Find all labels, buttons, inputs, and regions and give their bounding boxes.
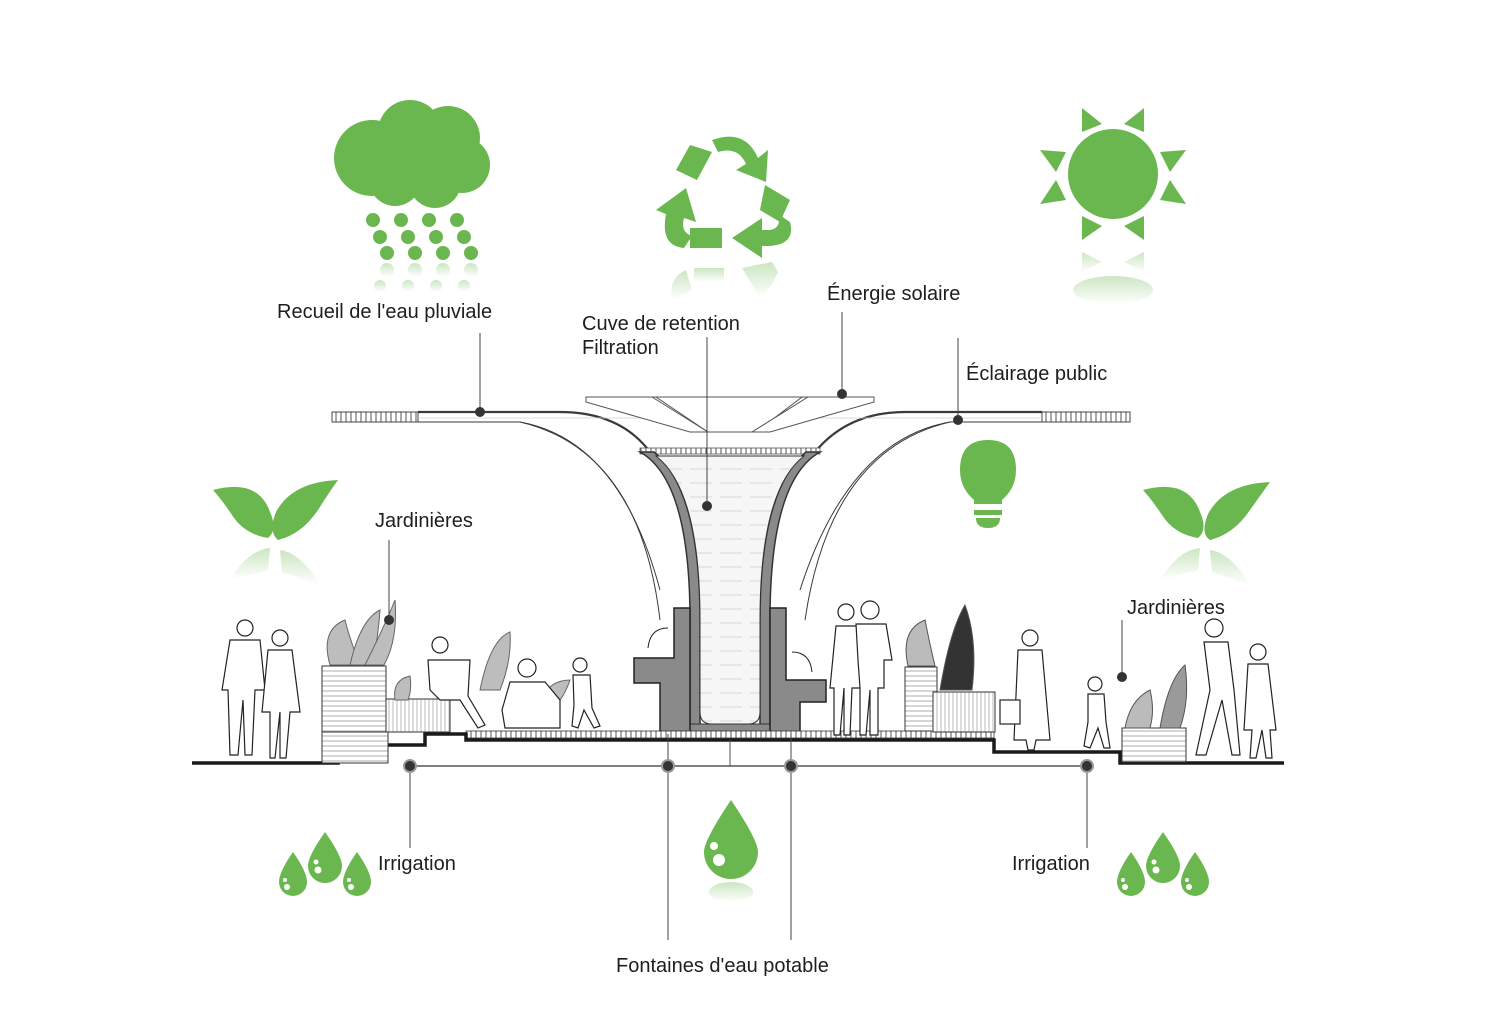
dot-tank <box>702 501 712 511</box>
dot-rainwater <box>475 407 485 417</box>
dot-solar <box>837 389 847 399</box>
ground-section <box>192 730 1284 767</box>
solar-panel <box>585 396 875 433</box>
sun-icon <box>1040 108 1186 240</box>
rain-cloud-icon <box>334 100 490 260</box>
retention-tank <box>637 447 823 733</box>
leaves-icon-left <box>213 480 338 540</box>
person-man-left <box>221 619 266 756</box>
pipe-node-irrigation-right <box>1080 759 1094 773</box>
leader-dots <box>384 389 1127 682</box>
person-kneeling <box>501 658 561 729</box>
water-drops-icon-right <box>1117 832 1209 896</box>
label-rainwater-collection: Recueil de l'eau pluviale <box>277 301 493 323</box>
water-drop-icon-center <box>704 800 758 902</box>
label-irrigation-left: Irrigation <box>378 853 456 875</box>
canopy-structure <box>331 410 1131 621</box>
label-solar-energy: Énergie solaire <box>827 283 961 305</box>
label-retention-tank: Cuve de retention <box>582 313 740 335</box>
light-bulb-icon <box>960 440 1016 528</box>
person-child-left <box>571 657 601 729</box>
plants-left <box>326 599 571 701</box>
label-drinking-fountains: Fontaines d'eau potable <box>616 955 829 977</box>
person-man-far-right <box>1195 618 1241 756</box>
dot-lighting <box>953 415 963 425</box>
label-irrigation-right: Irrigation <box>1012 853 1090 875</box>
rain-cloud-reflection <box>374 263 478 292</box>
plants-right <box>905 603 1188 729</box>
dot-planters-right <box>1117 672 1127 682</box>
planter-box-right-center <box>904 666 996 733</box>
label-planters-left: Jardinières <box>375 510 473 532</box>
recycle-reflection <box>671 262 778 300</box>
leaves-reflection-right <box>1160 548 1250 585</box>
label-filtration: Filtration <box>582 337 659 359</box>
pipe-node-irrigation-left <box>403 759 417 773</box>
people-figures <box>221 600 1277 759</box>
pipe-nodes <box>403 759 1094 773</box>
leaves-icon-right <box>1143 482 1270 540</box>
leaves-reflection-left <box>230 548 320 585</box>
dot-planters-left <box>384 615 394 625</box>
drinking-fountain-left <box>633 607 691 733</box>
pipe-node-fountain-left <box>661 759 675 773</box>
planter-box-left-tall <box>321 665 451 733</box>
person-reading <box>427 636 486 729</box>
person-man-right <box>855 600 893 736</box>
label-public-lighting: Éclairage public <box>966 363 1108 385</box>
drinking-fountain-right <box>769 607 827 733</box>
recycle-icon <box>656 136 792 258</box>
person-woman-bag <box>999 629 1051 751</box>
pipe-node-fountain-right <box>784 759 798 773</box>
person-woman-left <box>261 629 301 759</box>
person-woman-far-right <box>1243 643 1277 759</box>
person-child-right <box>1083 676 1111 749</box>
planter-box-right-edge <box>1121 727 1187 763</box>
label-planters-right: Jardinières <box>1127 597 1225 619</box>
sun-reflection <box>1073 252 1153 304</box>
water-drops-icon-left <box>279 832 371 896</box>
